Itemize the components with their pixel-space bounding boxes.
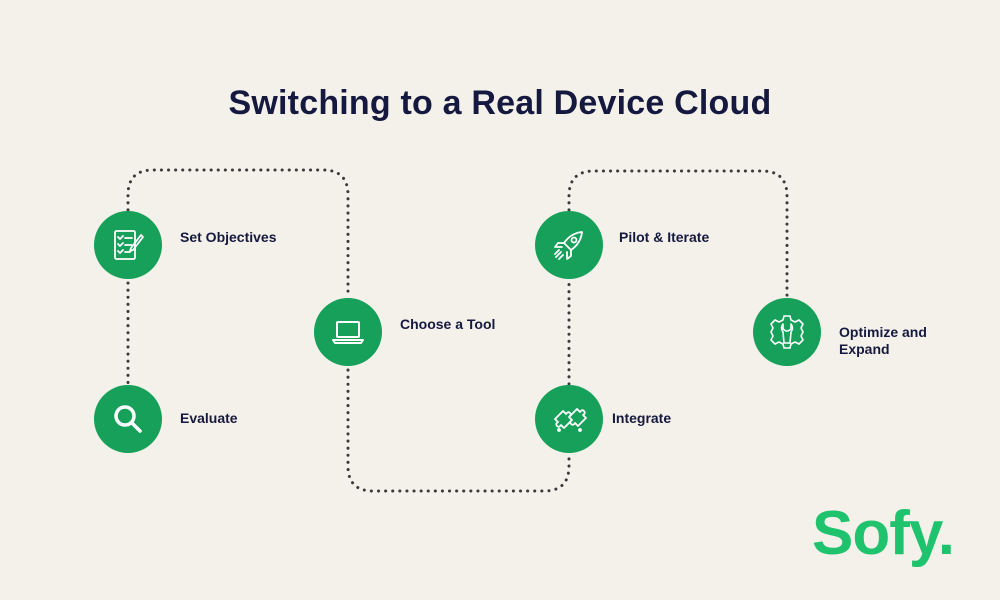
step-label-pilot-iterate: Pilot & Iterate	[619, 229, 710, 245]
diagram-title: Switching to a Real Device Cloud	[228, 84, 772, 122]
sofy-logo: Sofy.	[812, 499, 955, 568]
rocket-icon	[535, 211, 603, 279]
step-label-choose-a-tool: Choose a Tool	[400, 316, 496, 332]
laptop-icon	[314, 298, 382, 366]
checklist-icon	[94, 211, 162, 279]
magnifier-icon	[94, 385, 162, 453]
step-label-set-objectives: Set Objectives	[180, 229, 277, 245]
step-label-optimize-expand: Optimize and Expand	[839, 324, 927, 357]
connector-3-4	[346, 368, 571, 493]
puzzle-icon	[535, 385, 603, 453]
connector-1-3	[126, 168, 350, 298]
gear-wrench-icon	[753, 298, 821, 366]
step-label-integrate: Integrate	[612, 410, 672, 426]
step-label-evaluate: Evaluate	[180, 410, 238, 426]
